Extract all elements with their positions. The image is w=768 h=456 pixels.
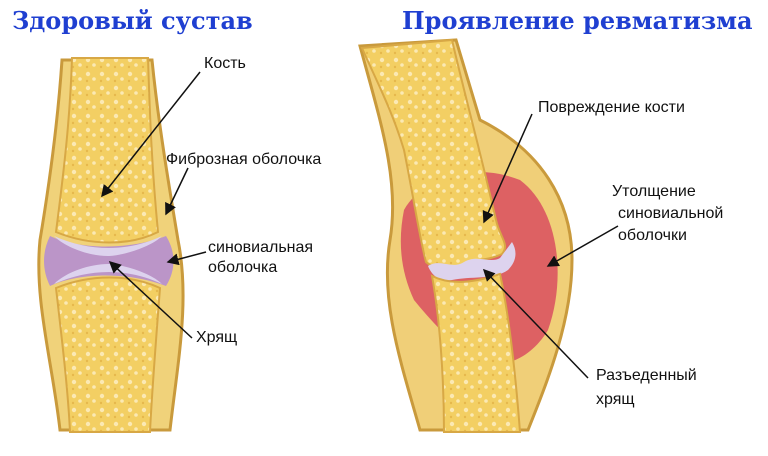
label-eroded-line2: хрящ — [596, 391, 635, 408]
cartilage-top — [54, 236, 162, 256]
label-fibrous-capsule: Фиброзная оболочка — [166, 151, 322, 168]
leader-cartilage — [108, 260, 193, 339]
label-thickening-line3: оболочки — [618, 227, 687, 244]
upper-bone — [54, 57, 160, 244]
title-rheumatism: Проявление ревматизма — [402, 6, 753, 35]
label-synovial-line1: синовиальная — [208, 239, 314, 256]
label-synovial-line2: оболочка — [208, 259, 278, 276]
leader-thickening — [546, 225, 619, 267]
rheumatic-joint — [358, 38, 574, 433]
label-cartilage: Хрящ — [196, 329, 238, 346]
label-bone: Кость — [204, 55, 246, 72]
leader-synovial — [166, 251, 207, 266]
leader-bone-damage — [482, 113, 533, 224]
label-thickening-line1: Утолщение — [612, 183, 696, 200]
cartilage-bottom — [54, 264, 162, 284]
healthy-joint — [37, 57, 185, 433]
leader-eroded — [482, 268, 589, 379]
label-eroded-line1: Разъеденный — [596, 367, 697, 384]
label-bone-damage: Повреждение кости — [538, 99, 685, 116]
leader-lines — [101, 71, 619, 379]
lower-bone-rheumatic — [430, 272, 522, 433]
title-healthy-joint: Здоровый сустав — [12, 6, 253, 35]
lower-bone — [54, 276, 162, 433]
label-thickening-line2: синовиальной — [618, 205, 724, 222]
leader-bone — [101, 71, 201, 198]
leader-fibrous — [165, 167, 189, 216]
